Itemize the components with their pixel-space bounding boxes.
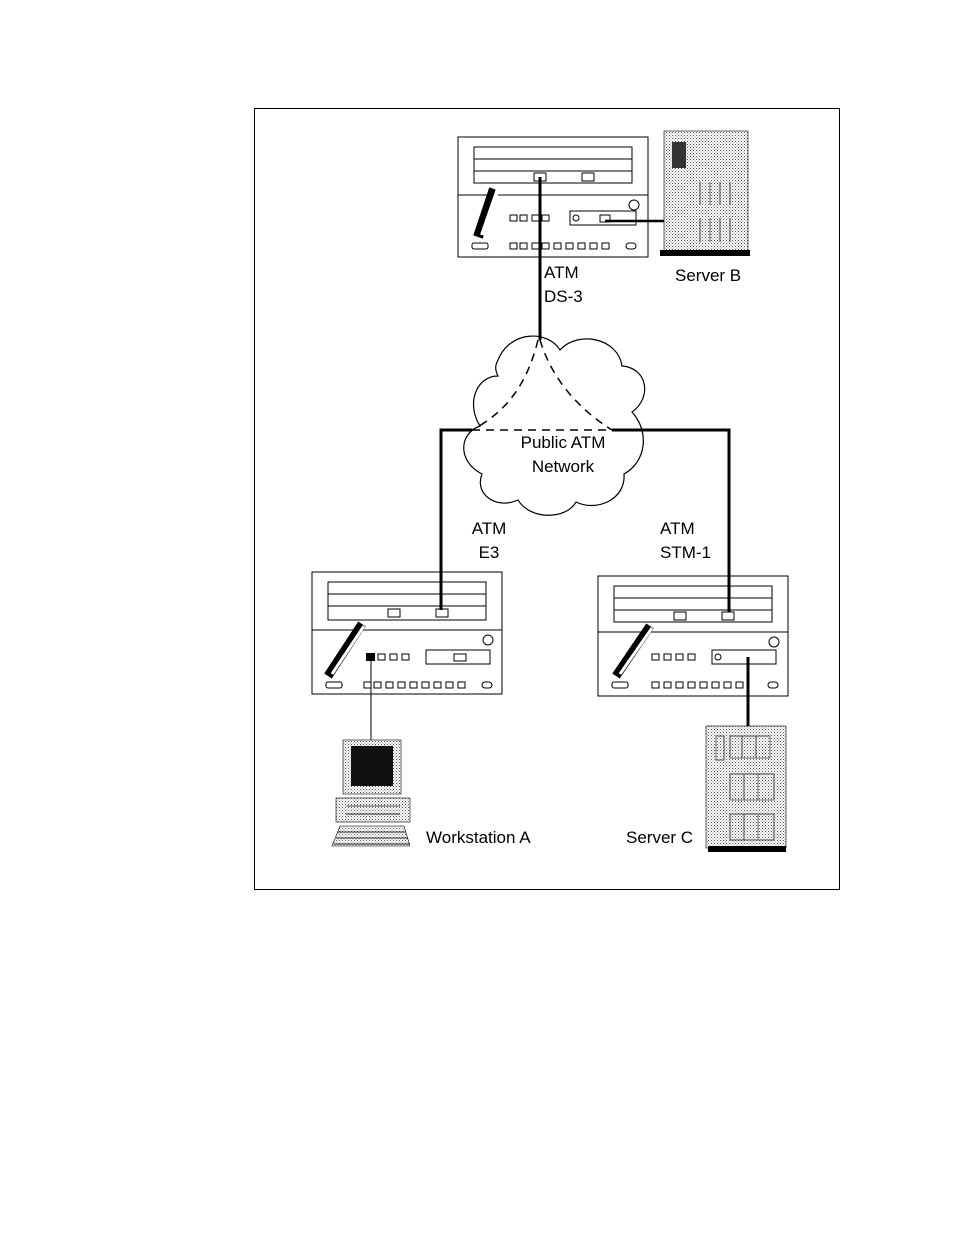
stm1-label-atm: ATM xyxy=(660,518,695,540)
atm-switch-left xyxy=(312,572,502,694)
ds3-label-ds3: DS-3 xyxy=(544,286,583,308)
cloud-label-line2: Network xyxy=(500,456,626,478)
cloud-label-line1: Public ATM xyxy=(500,432,626,454)
atm-switch-right xyxy=(598,576,788,696)
ds3-label-atm: ATM xyxy=(544,262,579,284)
e3-label-e3: E3 xyxy=(462,542,516,564)
server-b-label: Server B xyxy=(675,265,741,287)
atm-switch-top xyxy=(458,137,648,257)
server-c-label: Server C xyxy=(626,827,693,849)
public-atm-cloud xyxy=(464,336,645,515)
stm1-label-stm1: STM-1 xyxy=(660,542,711,564)
server-c-tower xyxy=(706,726,786,852)
workstation-a-label: Workstation A xyxy=(426,827,531,849)
server-b-tower xyxy=(660,131,750,256)
e3-label-atm: ATM xyxy=(462,518,516,540)
workstation-a-computer xyxy=(332,740,410,846)
